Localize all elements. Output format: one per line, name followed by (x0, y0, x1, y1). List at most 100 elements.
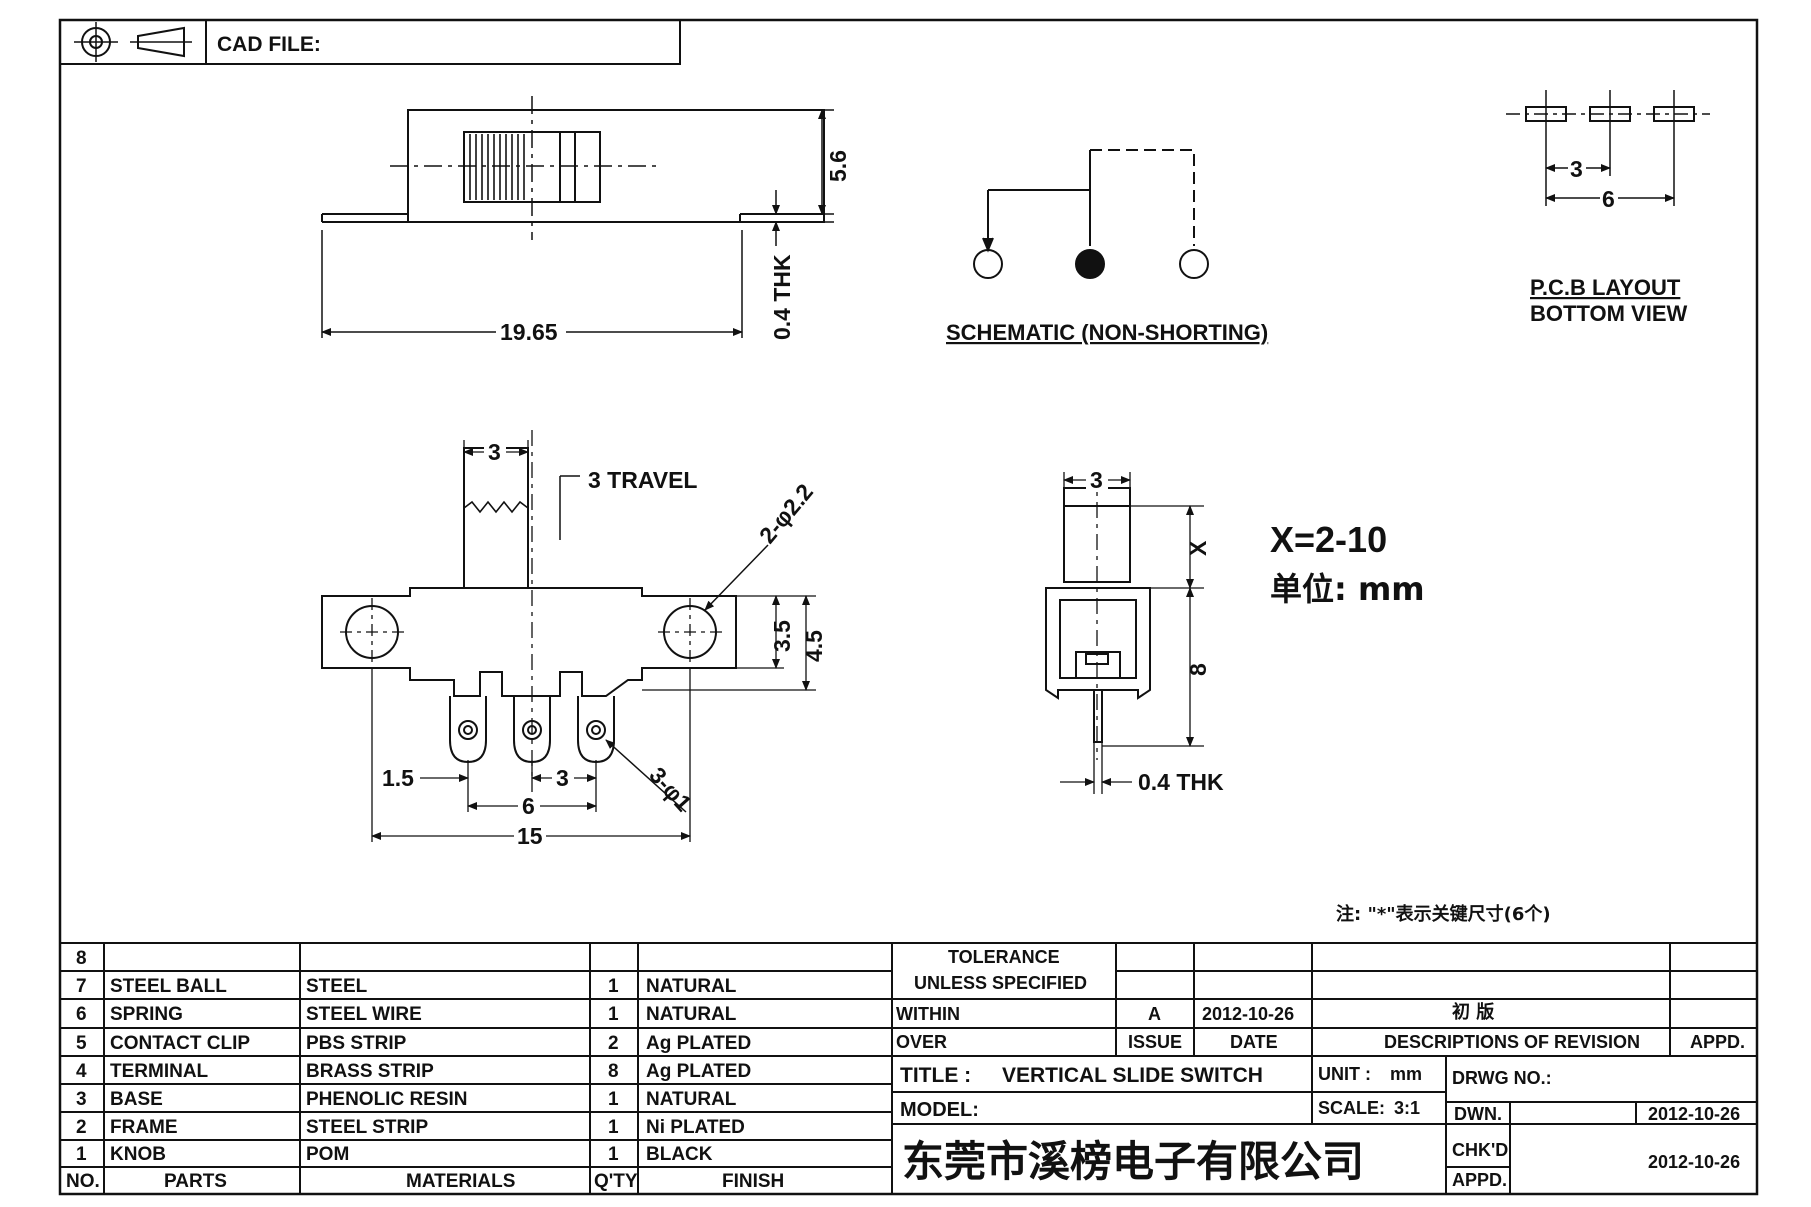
scale-label: SCALE: (1318, 1098, 1385, 1118)
bom-row-material: PBS STRIP (306, 1033, 407, 1054)
drawing-border (58, 18, 1759, 1196)
bom-row-material: STEEL (306, 976, 368, 997)
bom-row-qty: 1 (608, 1117, 619, 1138)
terminal-left-icon (973, 249, 1003, 279)
pcb-dim-span: 6 (1602, 186, 1615, 212)
revision-header-appd: APPD. (1690, 1032, 1745, 1052)
bom-row-part: TERMINAL (110, 1061, 209, 1082)
bom-row-qty: 8 (608, 1061, 619, 1082)
projection-symbol-icon (74, 22, 192, 62)
side-dim-thickness: 0.4 THK (1138, 769, 1224, 795)
bom-row-qty: 1 (608, 1144, 619, 1165)
front-dim-1-5: 1.5 (382, 765, 414, 791)
bom-row-qty: 1 (608, 1089, 619, 1110)
bom-row-material: POM (306, 1144, 349, 1165)
bom-row-part: FRAME (110, 1117, 178, 1138)
cad-file-label: CAD FILE: (217, 33, 321, 56)
bom-row-part: CONTACT CLIP (110, 1033, 250, 1054)
unit-note: 单位: mm (1270, 570, 1425, 608)
company-name: 东莞市溪榜电子有限公司 (902, 1137, 1364, 1186)
tolerance-line1: TOLERANCE (948, 947, 1060, 967)
title-block-grid (60, 942, 1757, 1194)
unit-label: UNIT : (1318, 1064, 1371, 1084)
front-view (321, 430, 816, 842)
terminal-common-icon (1075, 249, 1105, 279)
bom-header-finish: FINISH (722, 1171, 784, 1192)
chkd-label: CHK'D (1452, 1140, 1508, 1160)
bom-row-material: PHENOLIC RESIN (306, 1089, 468, 1110)
drwg-no-label: DRWG NO.: (1452, 1068, 1552, 1088)
bom-row-qty: 2 (608, 1033, 619, 1054)
revision-header-date: DATE (1230, 1032, 1278, 1052)
bom-row-no: 2 (76, 1117, 87, 1138)
front-pin-callout: 3-φ1 (644, 762, 697, 816)
bom-header-materials: MATERIALS (406, 1171, 515, 1192)
bom-row-part: BASE (110, 1089, 163, 1110)
bom-row-part: KNOB (110, 1144, 166, 1165)
unit-value: mm (1390, 1064, 1422, 1084)
revision-issue: A (1148, 1004, 1161, 1024)
bom-row-part: SPRING (110, 1004, 183, 1025)
x-range-note: X=2-10 (1270, 519, 1387, 560)
appd-label: APPD. (1452, 1170, 1507, 1190)
bom-header-no: NO. (66, 1171, 100, 1192)
model-label: MODEL: (900, 1099, 979, 1121)
revision-date: 2012-10-26 (1202, 1004, 1294, 1024)
bom-header-qty: Q'TY (594, 1171, 638, 1192)
title-label: TITLE : (900, 1064, 971, 1087)
dwn-date: 2012-10-26 (1648, 1104, 1740, 1124)
front-dim-3-5: 3.5 (769, 620, 795, 652)
bom-row-no: 6 (76, 1004, 87, 1025)
bom-row-no: 8 (76, 948, 87, 969)
bom-row-material: STEEL WIRE (306, 1004, 422, 1025)
bom-row-finish: NATURAL (646, 1089, 737, 1110)
dim-width-19-65: 19.65 (500, 319, 558, 345)
dim-height-5-6: 5.6 (825, 150, 851, 182)
terminal-right-icon (1179, 249, 1209, 279)
bom-row-finish: NATURAL (646, 976, 737, 997)
header-box: CAD FILE: (59, 19, 681, 65)
scale-value: 3:1 (1394, 1098, 1420, 1118)
bom-row-finish: BLACK (646, 1144, 713, 1165)
front-dim-knob-width: 3 (488, 439, 501, 465)
bom-row-no: 4 (76, 1061, 87, 1082)
bom-row-qty: 1 (608, 1004, 619, 1025)
revision-description: 初 版 (1452, 1001, 1494, 1023)
dim-thickness: 0.4 THK (769, 254, 795, 340)
bom-row-no: 3 (76, 1089, 87, 1110)
front-dim-travel: 3 TRAVEL (588, 467, 697, 493)
bom-row-material: STEEL STRIP (306, 1117, 428, 1138)
front-hole-callout: 2-φ2.2 (754, 479, 818, 548)
bom-row-material: BRASS STRIP (306, 1061, 434, 1082)
side-dim-x: X (1185, 540, 1211, 556)
schematic-label: SCHEMATIC (NON-SHORTING) (946, 320, 1268, 345)
revision-header-issue: ISSUE (1128, 1032, 1182, 1052)
key-dimension-note: 注: "*"表示关键尺寸(6个) (1336, 903, 1551, 925)
chk-date: 2012-10-26 (1648, 1152, 1740, 1172)
side-view (1045, 470, 1204, 794)
bom-row-qty: 1 (608, 976, 619, 997)
front-dim-15: 15 (517, 823, 543, 849)
bom-row-no: 5 (76, 1033, 87, 1054)
bom-row-finish: Ni PLATED (646, 1117, 745, 1138)
bom-row-part: STEEL BALL (110, 976, 227, 997)
bom-row-no: 1 (76, 1144, 87, 1165)
revision-header-desc: DESCRIPTIONS OF REVISION (1384, 1032, 1640, 1052)
drawing-title: VERTICAL SLIDE SWITCH (1002, 1064, 1263, 1087)
side-dim-8: 8 (1185, 663, 1211, 676)
schematic-diagram (973, 149, 1209, 279)
pcb-dim-pitch: 3 (1570, 156, 1583, 182)
front-dim-3-pitch: 3 (556, 765, 569, 791)
tolerance-line2: UNLESS SPECIFIED (914, 973, 1087, 993)
front-dim-4-5: 4.5 (801, 630, 827, 662)
bom-header-parts: PARTS (164, 1171, 227, 1192)
front-dim-6: 6 (522, 793, 535, 819)
bom-row-finish: Ag PLATED (646, 1033, 751, 1054)
tolerance-over: OVER (896, 1032, 947, 1052)
bom-row-no: 7 (76, 976, 87, 997)
tolerance-within: WITHIN (896, 1004, 960, 1024)
pcb-title-line2: BOTTOM VIEW (1530, 301, 1687, 326)
bom-row-finish: NATURAL (646, 1004, 737, 1025)
top-view (321, 96, 834, 338)
